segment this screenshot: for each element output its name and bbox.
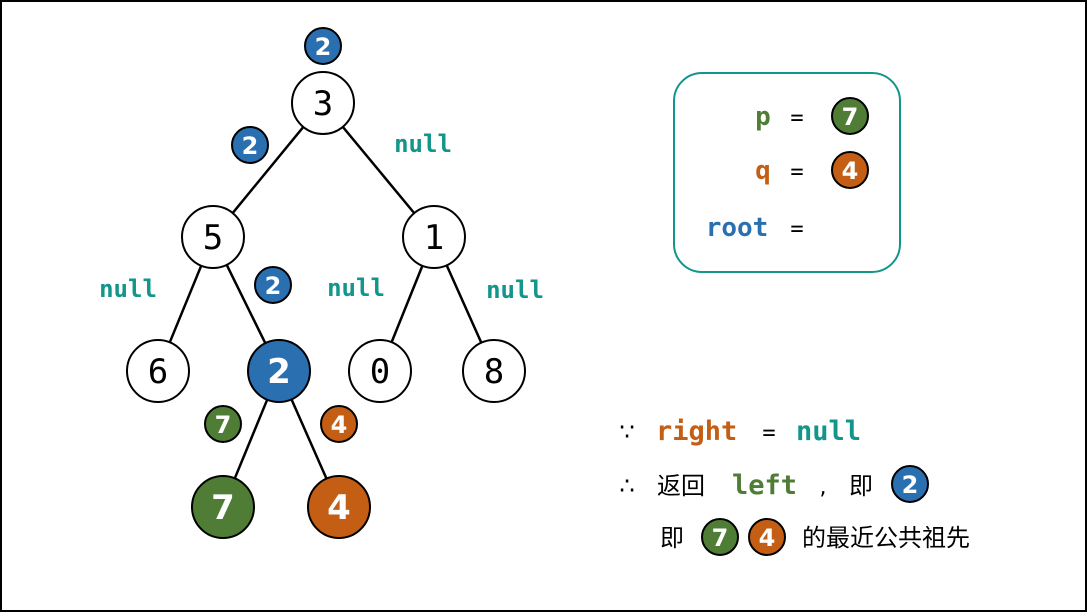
explain-equals: = xyxy=(762,421,775,446)
lca-text: 的最近公共祖先 xyxy=(802,524,970,552)
badge-value: 2 xyxy=(315,33,332,61)
node-value: 5 xyxy=(203,218,223,258)
q-label: q xyxy=(755,156,771,186)
return-badges: 2 2 2 7 4 xyxy=(204,27,358,443)
root-label: root xyxy=(706,213,769,243)
node-value: 6 xyxy=(148,352,168,392)
return-badge-b_3_5: 2 xyxy=(231,126,269,164)
badge-circle xyxy=(254,266,292,304)
tree-node-3: 3 xyxy=(291,71,355,135)
edge-n2-n4 xyxy=(290,398,328,480)
node-circle xyxy=(348,339,412,403)
badge-circle xyxy=(231,126,269,164)
node-value: 8 xyxy=(484,352,504,392)
edge-n5-n6 xyxy=(168,265,203,343)
edge-n1-n0 xyxy=(390,265,424,343)
p-value: 7 xyxy=(842,103,859,131)
return-text: 返回 xyxy=(657,472,705,500)
q-value: 4 xyxy=(842,157,859,185)
return-badge-b_2_4: 4 xyxy=(320,405,358,443)
edge-n2-n7 xyxy=(233,399,269,479)
tree-node-8: 8 xyxy=(462,339,526,403)
badge-circle xyxy=(320,405,358,443)
tree-nodes: 3 5 1 6 2 0 8 7 4 xyxy=(126,71,526,539)
result-value: 2 xyxy=(902,471,919,499)
lca-q-badge: 4 xyxy=(748,518,786,556)
ji-text-1: 即 xyxy=(849,472,873,500)
badge-value: 4 xyxy=(331,411,348,439)
node-circle xyxy=(181,205,245,269)
return-badge-b_root: 2 xyxy=(304,27,342,65)
lca-p-badge: 7 xyxy=(701,518,739,556)
node-circle xyxy=(191,475,255,539)
root-equals: = xyxy=(790,217,803,242)
info-box: p = 7 q = 4 root = xyxy=(673,72,901,273)
badge-value: 2 xyxy=(242,132,259,160)
edge-n3-n5 xyxy=(231,126,305,214)
return-badge-b_5_2: 2 xyxy=(254,266,292,304)
edge-n5-n2 xyxy=(225,264,267,344)
lca-q-value: 4 xyxy=(759,524,776,552)
null-label-null_5_6: null xyxy=(99,275,157,303)
null-label-null_3_1: null xyxy=(394,130,452,158)
right-keyword: right xyxy=(656,416,737,447)
tree-node-1: 1 xyxy=(402,205,466,269)
tree-node-6: 6 xyxy=(126,339,190,403)
node-circle xyxy=(126,339,190,403)
node-value: 4 xyxy=(327,488,351,528)
badge-value: 7 xyxy=(215,411,232,439)
lca-p-value: 7 xyxy=(712,524,729,552)
explain-comma: , xyxy=(820,475,827,500)
badge-circle xyxy=(304,27,342,65)
p-equals: = xyxy=(790,106,803,131)
node-circle xyxy=(307,475,371,539)
explanation: ∵ right = null ∴ 返回 left , 即 2 即 7 4 的最近… xyxy=(619,416,970,556)
tree-node-0: 0 xyxy=(348,339,412,403)
node-value: 1 xyxy=(424,218,444,258)
tree-node-7: 7 xyxy=(191,475,255,539)
null-label-null_1_8: null xyxy=(486,276,544,304)
tree-edges xyxy=(168,126,483,480)
return-badge-b_2_7: 7 xyxy=(204,405,242,443)
null-labels: null null null null xyxy=(99,130,544,304)
node-circle xyxy=(462,339,526,403)
null-label-null_1_0: null xyxy=(327,274,385,302)
null-keyword: null xyxy=(796,416,861,447)
tree-node-2: 2 xyxy=(247,339,311,403)
because-symbol: ∵ xyxy=(619,418,634,446)
q-equals: = xyxy=(790,160,803,185)
tree-node-5: 5 xyxy=(181,205,245,269)
node-value: 3 xyxy=(313,84,333,124)
q-value-badge: 4 xyxy=(831,151,869,189)
node-circle xyxy=(402,205,466,269)
badge-circle xyxy=(204,405,242,443)
p-label: p xyxy=(755,102,771,132)
node-circle xyxy=(247,339,311,403)
node-value: 7 xyxy=(211,488,235,528)
edge-n1-n8 xyxy=(445,264,483,344)
result-badge: 2 xyxy=(891,465,929,503)
node-circle xyxy=(291,71,355,135)
badge-value: 2 xyxy=(265,272,282,300)
ji-text-2: 即 xyxy=(660,524,684,552)
left-keyword: left xyxy=(732,470,797,501)
p-value-badge: 7 xyxy=(831,97,869,135)
therefore-symbol: ∴ xyxy=(619,472,634,500)
edge-n3-n1 xyxy=(341,126,416,214)
node-value: 2 xyxy=(267,352,291,392)
node-value: 0 xyxy=(370,352,390,392)
tree-node-4: 4 xyxy=(307,475,371,539)
